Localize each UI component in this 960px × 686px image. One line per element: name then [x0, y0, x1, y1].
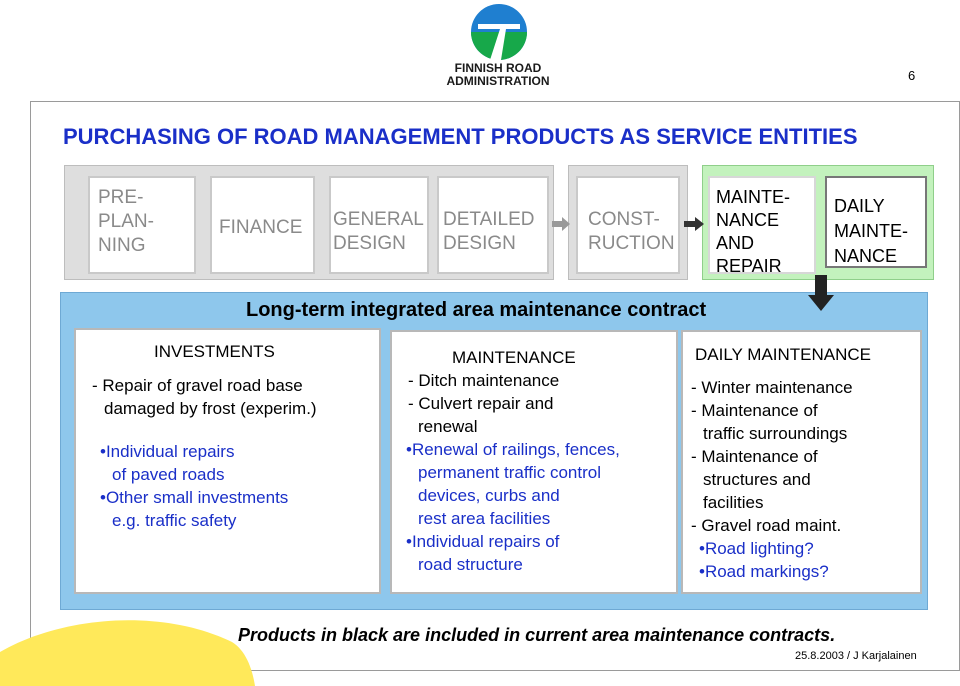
phase-daily-maintenance-l3: NANCE — [834, 246, 898, 266]
decorative-yellow-arc — [0, 620, 255, 686]
maintenance-item: rest area facilities — [418, 509, 551, 528]
investments-heading: INVESTMENTS — [154, 342, 275, 361]
phase-construction: CONST- RUCTION — [576, 176, 680, 274]
maintenance-item: devices, curbs and — [418, 486, 560, 505]
arrow-right-icon — [684, 217, 704, 231]
maintenance-item: permanent traffic control — [418, 463, 601, 482]
phase-detailed-design: DETAILED DESIGN — [437, 176, 549, 274]
phase-finance-label: FINANCE — [219, 217, 303, 238]
investments-panel: INVESTMENTS - Repair of gravel road base… — [74, 328, 381, 594]
daily-maintenance-item: traffic surroundings — [703, 424, 848, 443]
maintenance-item: - Culvert repair and — [408, 394, 554, 413]
maintenance-item: •Renewal of railings, fences, — [406, 440, 620, 459]
phase-detailed-design-l1: DETAILED — [443, 209, 535, 230]
daily-maintenance-item: - Gravel road maint. — [691, 516, 842, 535]
phase-general-design-l1: GENERAL — [333, 209, 424, 230]
maintenance-item: - Ditch maintenance — [408, 371, 560, 390]
phase-finance: FINANCE — [210, 176, 315, 274]
logo-wordmark: FINNISH ROAD ADMINISTRATION — [438, 62, 558, 88]
slide-title: PURCHASING OF ROAD MANAGEMENT PRODUCTS A… — [63, 124, 858, 149]
logo-line1: FINNISH ROAD — [454, 61, 542, 75]
phase-maintenance-repair-l4: REPAIR — [716, 256, 782, 276]
phase-daily-maintenance-l2: MAINTE- — [834, 221, 908, 241]
phase-maintenance-repair-l2: NANCE — [716, 210, 780, 230]
investments-item: - Repair of gravel road base — [92, 376, 303, 395]
bottom-note: Products in black are included in curren… — [238, 625, 836, 645]
daily-maintenance-item: - Winter maintenance — [691, 378, 853, 397]
phase-construction-l1: CONST- — [588, 209, 660, 230]
maintenance-item: •Individual repairs of — [406, 532, 560, 551]
page-number: 6 — [908, 68, 916, 83]
phase-maintenance-repair-l3: AND — [716, 233, 755, 253]
maintenance-panel: MAINTENANCE - Ditch maintenance - Culver… — [390, 330, 678, 594]
daily-maintenance-item: facilities — [703, 493, 764, 512]
daily-maintenance-item: structures and — [703, 470, 811, 489]
maintenance-item: road structure — [418, 555, 523, 574]
maintenance-heading: MAINTENANCE — [452, 348, 576, 367]
investments-item: damaged by frost (experim.) — [104, 399, 317, 418]
phase-construction-l2: RUCTION — [588, 233, 675, 254]
phase-maintenance-repair: MAINTE- NANCE AND REPAIR — [708, 176, 816, 276]
maintenance-item: renewal — [418, 417, 478, 436]
phase-general-design: GENERAL DESIGN — [329, 176, 429, 274]
daily-maintenance-item: •Road lighting? — [699, 539, 814, 558]
investments-item: •Other small investments — [100, 488, 289, 507]
investments-item: e.g. traffic safety — [112, 511, 237, 530]
footer-date-author: 25.8.2003 / J Karjalainen — [795, 650, 917, 662]
phase-daily-maintenance-l1: DAILY — [834, 196, 885, 216]
phase-preplanning-l3: NING — [98, 235, 146, 256]
investments-item: of paved roads — [112, 465, 225, 484]
phase-general-design-l2: DESIGN — [333, 233, 406, 254]
arrow-right-icon — [552, 217, 570, 231]
phase-preplanning-l1: PRE- — [98, 187, 144, 208]
arrow-down-icon — [808, 275, 834, 311]
daily-maintenance-item: - Maintenance of — [691, 401, 818, 420]
daily-maintenance-panel: DAILY MAINTENANCE - Winter maintenance -… — [681, 330, 922, 594]
contract-label: Long-term integrated area maintenance co… — [246, 299, 707, 321]
phase-maintenance-repair-l1: MAINTE- — [716, 187, 790, 207]
daily-maintenance-heading: DAILY MAINTENANCE — [695, 345, 872, 364]
phase-preplanning: PRE- PLAN- NING — [88, 176, 196, 274]
phase-preplanning-l2: PLAN- — [98, 211, 154, 232]
finnish-road-administration-logo — [471, 4, 527, 60]
investments-item: •Individual repairs — [100, 442, 235, 461]
logo-line2: ADMINISTRATION — [446, 74, 550, 88]
daily-maintenance-item: •Road markings? — [699, 562, 829, 581]
phase-daily-maintenance: DAILY MAINTE- NANCE — [825, 176, 927, 268]
phase-detailed-design-l2: DESIGN — [443, 233, 516, 254]
daily-maintenance-item: - Maintenance of — [691, 447, 818, 466]
